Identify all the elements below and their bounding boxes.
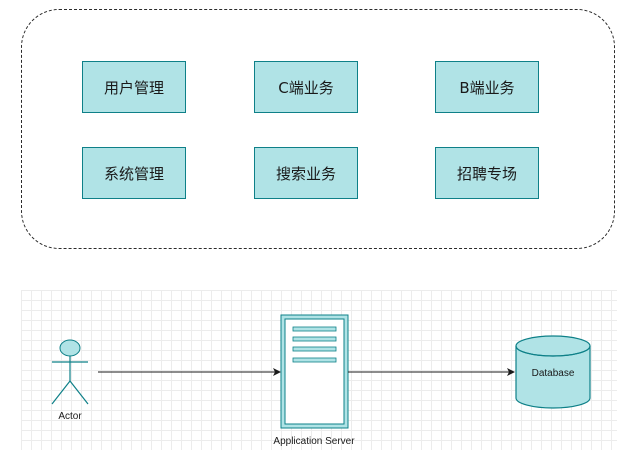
module-container [21, 9, 615, 249]
module-search-business[interactable]: 搜索业务 [254, 147, 358, 199]
database-label: Database [532, 368, 575, 379]
database-icon[interactable] [515, 335, 591, 409]
actor-icon[interactable] [51, 339, 89, 405]
server-label: Application Server [273, 436, 355, 447]
server-icon[interactable] [280, 314, 349, 429]
module-label: B端业务 [459, 78, 515, 97]
module-label: C端业务 [278, 78, 334, 97]
module-b-business[interactable]: B端业务 [435, 61, 539, 113]
module-recruitment-special[interactable]: 招聘专场 [435, 147, 539, 199]
module-c-business[interactable]: C端业务 [254, 61, 358, 113]
module-system-management[interactable]: 系统管理 [82, 147, 186, 199]
module-user-management[interactable]: 用户管理 [82, 61, 186, 113]
actor-label: Actor [58, 411, 82, 422]
module-label: 用户管理 [103, 78, 164, 97]
module-label: 招聘专场 [456, 164, 517, 183]
module-label: 系统管理 [103, 164, 164, 183]
module-label: 搜索业务 [275, 164, 336, 183]
